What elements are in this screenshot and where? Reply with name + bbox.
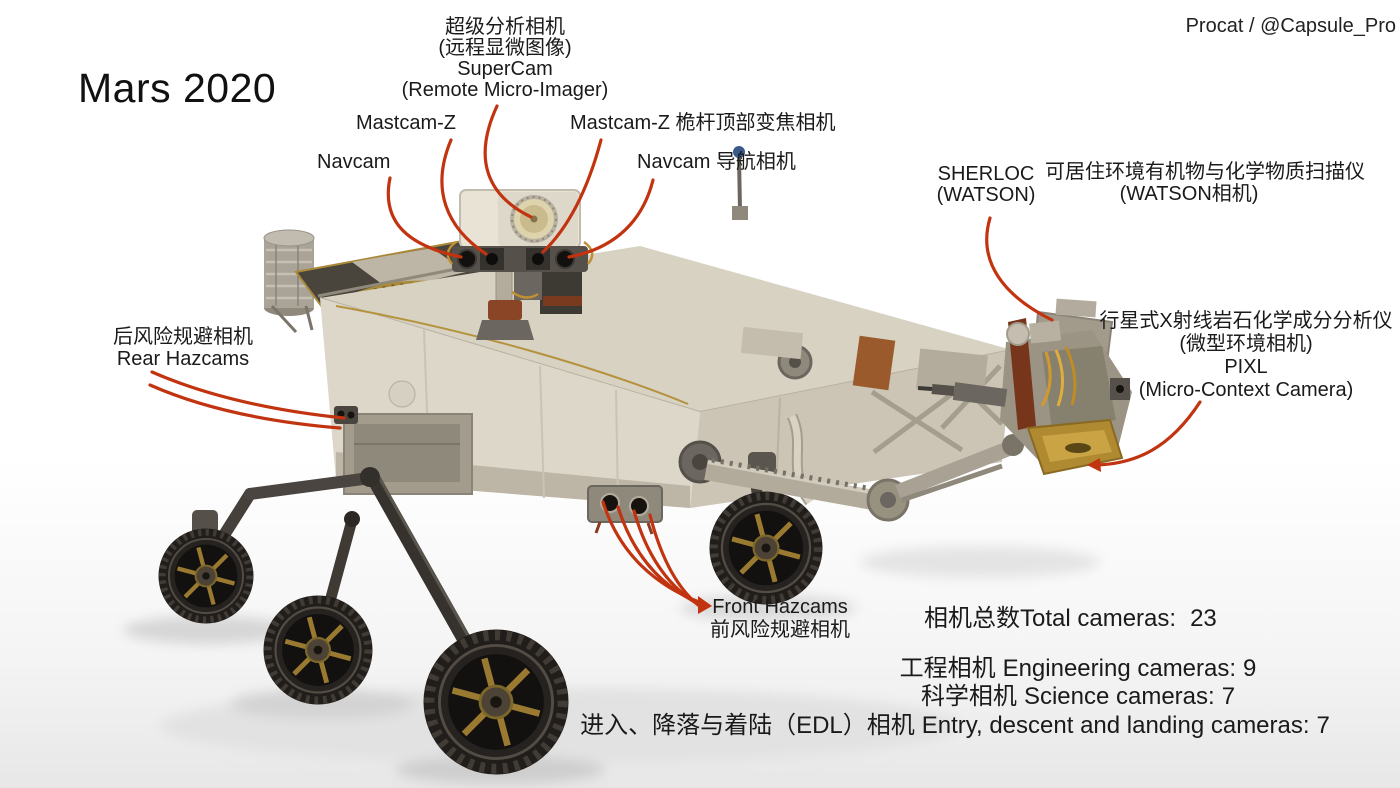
- sherloc-cn-label: 可居住环境有机物与化学物质扫描仪 (WATSON相机): [1045, 161, 1365, 205]
- stat-edl-cn: 进入、降落与着陆（EDL）相机: [580, 712, 915, 739]
- stat-engineering-en: Engineering cameras:: [1002, 655, 1237, 682]
- supercam-callout-line: [483, 104, 533, 219]
- supercam-label-en2: (Remote Micro-Imager): [401, 79, 609, 101]
- wheel-rear-left: [159, 529, 254, 624]
- front-hazcams-en: Front Hazcams: [712, 596, 848, 618]
- robotic-arm: [678, 298, 1132, 522]
- mastcam-z-right-label: Mastcam-Z 桅杆顶部变焦相机: [570, 112, 836, 134]
- supercam-label-cn2: (远程显微图像): [438, 37, 572, 59]
- sherloc-label: SHERLOC (WATSON): [926, 164, 1046, 206]
- uhf-antenna: [732, 146, 748, 220]
- front-hazcam-callout-line-4: [648, 513, 704, 610]
- sherloc-cn-line2: (WATSON相机): [1119, 183, 1259, 205]
- arm-turret: [917, 298, 1132, 476]
- supercam-label: 超级分析相机 (远程显微图像) SuperCam (Remote Micro-I…: [360, 17, 650, 101]
- rear-hazcams-cn: 后风险规避相机: [113, 326, 253, 348]
- front-hazcam-arrowhead: [698, 596, 712, 614]
- supercam-label-en1: SuperCam: [457, 58, 553, 80]
- navcam-right-label: Navcam 导航相机: [637, 151, 796, 173]
- pixl-label-cn2: (微型环境相机): [1179, 333, 1313, 355]
- wheel-front-left: [424, 630, 569, 775]
- stat-engineering-cn: 工程相机: [899, 655, 996, 682]
- stat-total-cn: 相机总数: [924, 605, 1020, 632]
- page-title: Mars 2020: [78, 65, 277, 111]
- rear-hazcam-unit: [334, 406, 358, 424]
- mastcam-left-callout-line: [440, 138, 488, 256]
- callout-lines: [148, 104, 1202, 610]
- supercam-label-cn1: 超级分析相机: [445, 16, 565, 38]
- mastcam-z-left-label: Mastcam-Z: [356, 112, 456, 134]
- front-hazcams-label: Front Hazcams 前风险规避相机: [700, 596, 860, 642]
- navcam-left-callout-line: [386, 176, 463, 259]
- stat-science-value: 7: [1221, 683, 1236, 710]
- mast-head: [446, 189, 594, 299]
- stat-edl-value: 7: [1316, 712, 1330, 739]
- pixl-label: 行星式X射线岩石化学成分分析仪 (微型环境相机) PIXL (Micro-Con…: [1096, 310, 1396, 402]
- credit-watermark: Procat / @Capsule_Pro: [1185, 15, 1396, 37]
- rover-mast: [446, 189, 594, 340]
- stat-total-en: Total cameras:: [1020, 605, 1177, 632]
- pixl-callout-line: [1094, 400, 1202, 467]
- wheel-front-right: [710, 492, 823, 605]
- stat-engineering-value: 9: [1243, 655, 1257, 682]
- navcam-right-callout-line: [567, 178, 655, 259]
- camera-bar: [452, 246, 588, 272]
- mastcam-right-callout-line: [541, 138, 603, 254]
- rtg-generator: [263, 229, 315, 334]
- rear-hazcams-en: Rear Hazcams: [116, 348, 250, 370]
- supercam-lens: [510, 195, 558, 243]
- rear-hazcams-label: 后风险规避相机 Rear Hazcams: [108, 326, 258, 370]
- stat-science-en: Science cameras:: [1023, 683, 1215, 710]
- sherloc-cn-line1: 可居住环境有机物与化学物质扫描仪: [1045, 161, 1365, 183]
- stat-total-value: 23: [1190, 605, 1217, 632]
- navcam-left-label: Navcam: [317, 151, 391, 173]
- pixl-label-cn1: 行星式X射线岩石化学成分分析仪: [1099, 310, 1393, 332]
- front-hazcams-cn: 前风险规避相机: [710, 619, 850, 641]
- sherloc-label-line2: (WATSON): [936, 184, 1036, 206]
- pixl-label-en2: (Micro-Context Camera): [1138, 379, 1354, 401]
- sherloc-callout-line: [985, 216, 1054, 322]
- pixl-label-en1: PIXL: [1224, 356, 1268, 378]
- stat-science-cn: 科学相机: [920, 683, 1017, 710]
- rear-hazcam-callout-line-1: [150, 370, 346, 420]
- wheel-middle-left: [264, 596, 373, 705]
- sherloc-label-line1: SHERLOC: [937, 163, 1035, 185]
- stat-edl-en: Entry, descent and landing cameras:: [921, 712, 1310, 739]
- rear-hazcam-callout-line-2: [148, 383, 342, 430]
- pixl-arrowhead: [1087, 458, 1101, 472]
- stat-total-cameras: 相机总数Total cameras: 23: [924, 605, 1217, 632]
